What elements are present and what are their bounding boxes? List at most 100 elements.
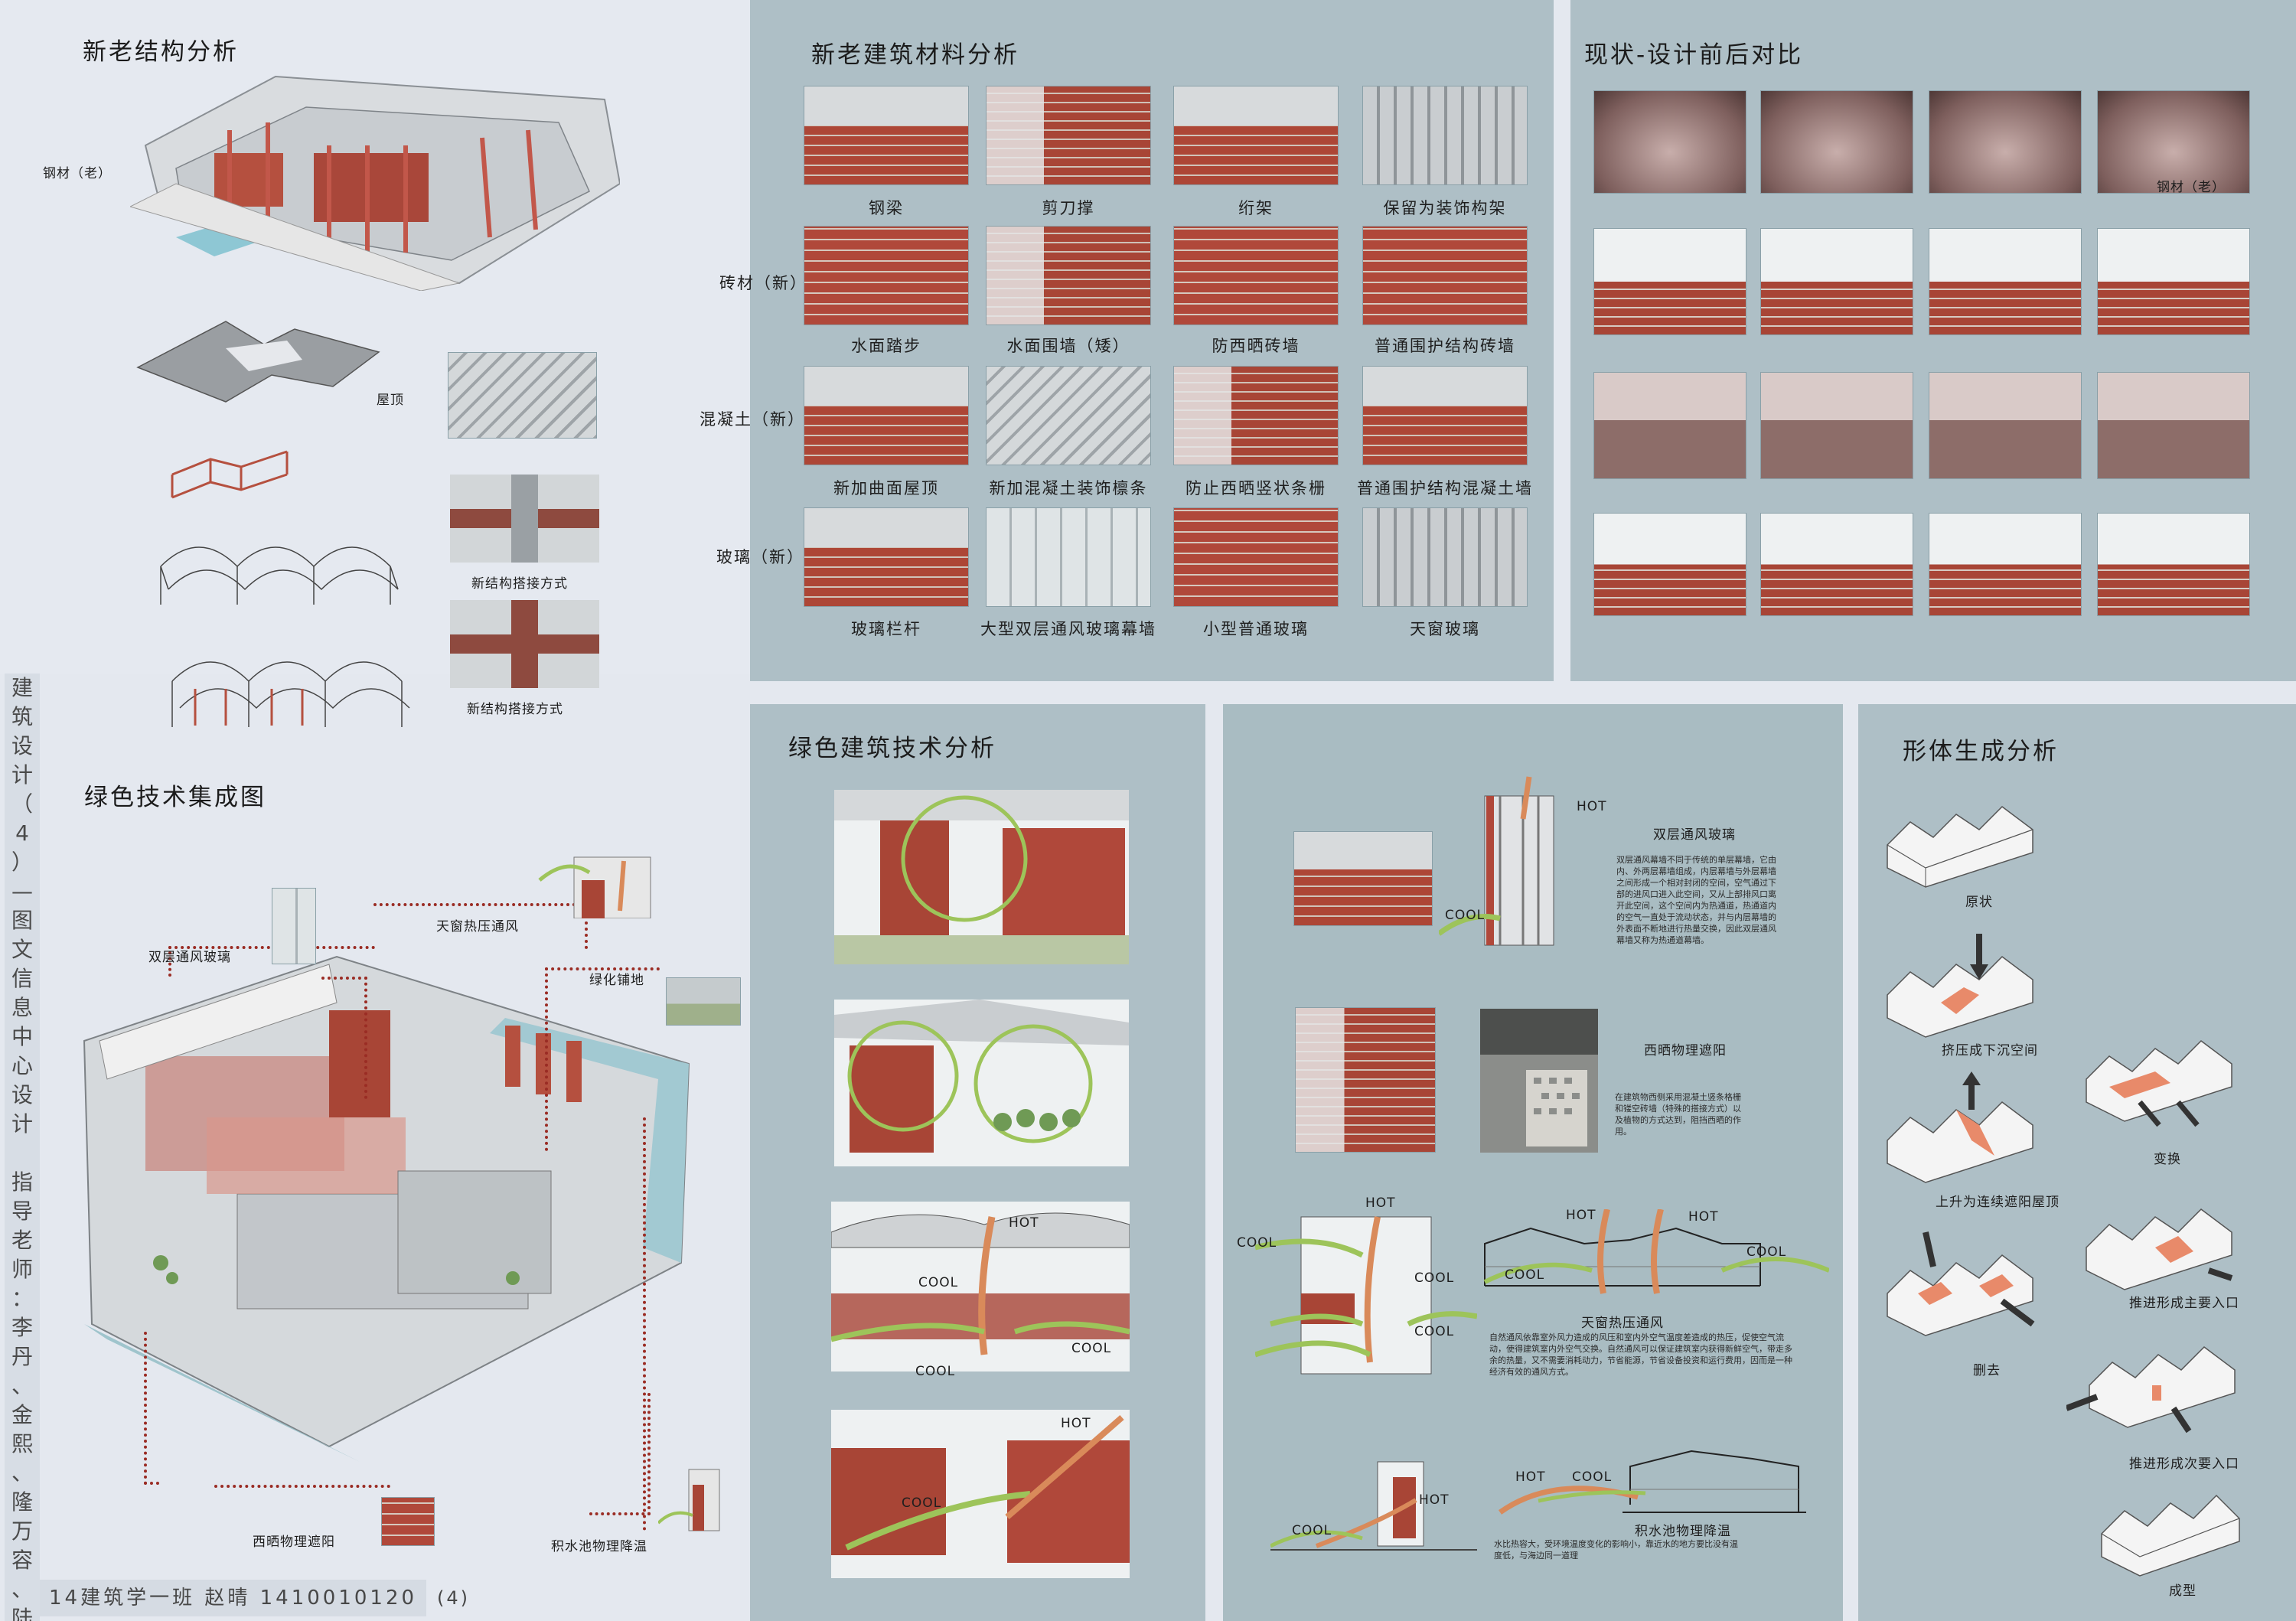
vertical-char: 计 (11, 1111, 33, 1137)
material-row-brick: 砖材（新） (719, 274, 807, 292)
vertical-char: 文 (11, 937, 33, 962)
material-caption-2-4: 普通围护结构砖墙 (1375, 337, 1515, 355)
material-caption-2-2: 水面围墙（矮） (1006, 337, 1130, 355)
green-integration-title: 绿色技术集成图 (84, 784, 266, 811)
vertical-char: 筑 (11, 704, 33, 729)
tech-pool-section-1 (1270, 1461, 1477, 1551)
skylight2-cool-2: COOL (1746, 1244, 1787, 1260)
tech-skylight-title: 天窗热压通风 (1581, 1316, 1664, 1331)
material-caption-4-1: 玻璃栏杆 (851, 620, 921, 638)
tech-double-glass-cool: COOL (1445, 908, 1486, 923)
vertical-char: 、 (11, 1460, 33, 1486)
vertical-char: 金 (11, 1402, 33, 1427)
tech-west-shading-title: 西晒物理遮阳 (1644, 1043, 1727, 1058)
tech-skylight-text: 自然通风依靠室外风力造成的风压和室内外空气温度差造成的热压，促使空气流动，使得建… (1489, 1332, 1792, 1377)
compare-after-8 (2097, 513, 2250, 616)
tech-double-glass-text: 双层通风幕墙不同于传统的单层幕墙，它由内、外两层幕墙组成，内层幕墙与外层幕墙之间… (1616, 855, 1776, 945)
material-thumb-4-1 (804, 507, 969, 607)
vertical-char: 老 (11, 1228, 33, 1253)
form-step-raise (1887, 1071, 2033, 1183)
material-row-glass: 玻璃（新） (716, 548, 804, 566)
form-step-final (2101, 1494, 2240, 1577)
form-label-original: 原状 (1965, 895, 1993, 910)
materials-title: 新老建筑材料分析 (811, 41, 1019, 69)
material-thumb-4-2 (986, 507, 1151, 607)
material-caption-3-2: 新加混凝土装饰檩条 (989, 479, 1148, 497)
label-joint-2: 新结构搭接方式 (467, 702, 563, 717)
form-step-original (1887, 806, 2033, 888)
skylight2-cool-1: COOL (1505, 1267, 1545, 1283)
compare-after-7 (1929, 513, 2082, 616)
material-caption-1-4: 保留为装饰构架 (1383, 199, 1507, 217)
compare-after-1 (1593, 228, 1746, 335)
vertical-char: 、 (11, 1577, 33, 1602)
render4-hot: HOT (1061, 1416, 1091, 1431)
form-step-secondary-entrance (2066, 1346, 2236, 1433)
integration-greening-image (666, 977, 741, 1026)
footer-student-info: 14建筑学一班 赵晴 1410010120 (40, 1580, 427, 1616)
vertical-char: 、 (11, 1373, 33, 1398)
tech-pool-title: 积水池物理降温 (1635, 1524, 1731, 1539)
tech-west-shading-photo (1295, 1007, 1436, 1153)
material-caption-3-3: 防止西晒竖状条栅 (1186, 479, 1326, 497)
vertical-char: 指 (11, 1169, 33, 1195)
tech-skylight-section-1 (1255, 1216, 1477, 1375)
integration-skylight-label: 天窗热压通风 (436, 919, 519, 934)
material-thumb-3-2 (986, 366, 1151, 465)
compare-before-3 (1929, 90, 2082, 194)
vertical-char (5, 1139, 40, 1168)
form-label-delete: 删去 (1973, 1363, 2001, 1378)
integration-west-shading-label: 西晒物理遮阳 (253, 1535, 335, 1550)
render3-cool-1: COOL (918, 1275, 959, 1290)
vertical-char: 熙 (11, 1431, 33, 1456)
compare-before-7 (1929, 372, 2082, 479)
footer-page-number: (4) (437, 1587, 471, 1609)
leader-line-5 (144, 1332, 159, 1485)
vertical-char: 图 (11, 908, 33, 933)
red-frame-diagram (171, 450, 289, 499)
joint-detail-image-1 (450, 475, 599, 563)
vertical-char: 计 (11, 762, 33, 788)
material-thumb-1-4 (1362, 86, 1528, 185)
pool1-cool: COOL (1292, 1523, 1332, 1538)
material-thumb-2-2 (986, 226, 1151, 325)
steel-frame-diagram-2 (171, 661, 410, 727)
vertical-char: 息 (11, 995, 33, 1020)
form-label-secondary-entrance: 推进形成次要入口 (2129, 1456, 2239, 1472)
leader-line-2 (373, 903, 588, 949)
material-thumb-2-1 (804, 226, 969, 325)
vertical-char: ： (11, 1286, 33, 1311)
material-caption-1-3: 绗架 (1238, 199, 1274, 217)
render3-cool-2: COOL (1071, 1341, 1112, 1356)
analysis-render-2 (834, 1000, 1129, 1166)
skylight1-cool-1: COOL (1237, 1235, 1277, 1251)
compare-before-6 (1760, 372, 1913, 479)
tech-double-glass-title: 双层通风玻璃 (1653, 827, 1736, 843)
material-thumb-1-2 (986, 86, 1151, 185)
vertical-char: 中 (11, 1024, 33, 1049)
integration-double-glass-label: 双层通风玻璃 (148, 950, 231, 965)
vertical-char: 师 (11, 1257, 33, 1282)
material-caption-3-4: 普通围护结构混凝土墙 (1357, 479, 1533, 497)
leader-line-4 (545, 967, 660, 1151)
vertical-char: 丹 (11, 1344, 33, 1369)
vertical-char: （ (11, 791, 33, 817)
form-step-main-entrance (2086, 1208, 2233, 1290)
material-caption-4-4: 天窗玻璃 (1410, 620, 1480, 638)
vertical-char: 建 (11, 675, 33, 700)
integration-pool-label: 积水池物理降温 (551, 1539, 647, 1554)
tech-double-glass-photo (1293, 831, 1433, 926)
vertical-char: 李 (11, 1315, 33, 1340)
material-thumb-4-3 (1173, 507, 1339, 607)
skylight1-cool-2: COOL (1414, 1270, 1455, 1286)
roof-detail-image (448, 352, 597, 439)
footer: 14建筑学一班 赵晴 1410010120 (4) (40, 1580, 470, 1616)
integration-greening-label: 绿化铺地 (589, 973, 644, 988)
material-thumb-3-4 (1362, 366, 1528, 465)
material-caption-4-3: 小型普通玻璃 (1203, 620, 1309, 638)
material-row-concrete: 混凝土（新） (700, 410, 805, 429)
steel-frame-diagram-1 (160, 546, 399, 605)
form-label-final: 成型 (2169, 1583, 2197, 1599)
leader-line-6 (214, 1485, 390, 1515)
material-thumb-2-3 (1173, 226, 1339, 325)
